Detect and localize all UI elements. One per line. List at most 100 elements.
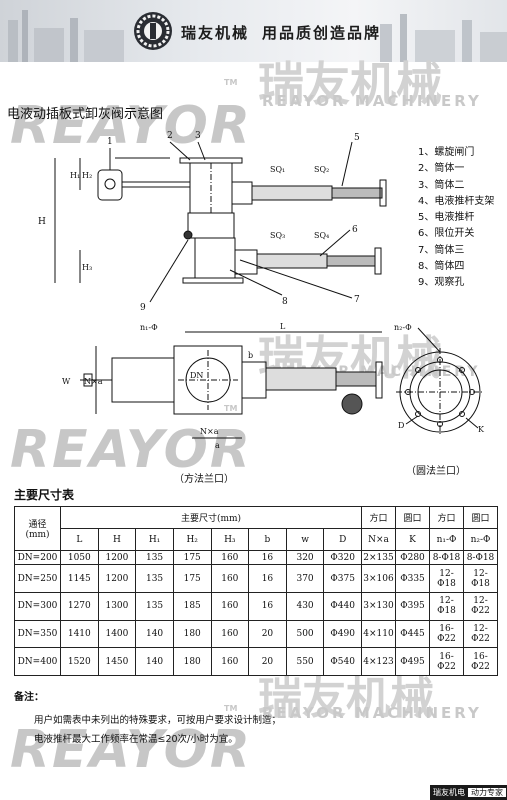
subheader-cell: D: [323, 528, 362, 551]
callout-2: 2: [167, 131, 173, 141]
label-SQ1: SQ₁: [270, 165, 285, 174]
table-cell: 12-Φ22: [463, 592, 498, 621]
legend-item: 2、筒体一: [418, 163, 465, 175]
header-diameter-unit: (mm): [25, 530, 50, 540]
header-round-1: 圆口: [395, 506, 430, 529]
table-cell: 8-Φ18: [429, 549, 464, 566]
table-cell: 180: [172, 647, 212, 676]
diagram-title: 电液动插板式卸灰阀示意图: [7, 107, 164, 122]
table-cell: DN=300: [14, 592, 61, 621]
table-cell: 2×135: [361, 549, 396, 566]
subheader-cell: H: [97, 528, 137, 551]
table-cell: 320: [285, 549, 325, 566]
callout-6: 6: [352, 225, 358, 235]
legend-item: 7、筒体三: [418, 244, 465, 256]
table-cell: 16-Φ22: [429, 647, 464, 676]
table-cell: 160: [210, 592, 250, 621]
table-cell: Φ440: [323, 592, 362, 621]
table-cell: 4×123: [361, 647, 396, 676]
table-cell: DN=350: [14, 619, 61, 649]
table-cell: 16-Φ22: [463, 647, 498, 676]
table-cell: 185: [172, 592, 212, 621]
table-cell: 20: [248, 647, 287, 676]
table-cell: Φ540: [323, 647, 362, 676]
watermark-tm: TM: [224, 78, 238, 87]
front-view-drawing: 1 2 3 5 6 7 8 9 H H₁ H₂ H₃ SQ₁ SQ₂ SQ₃ S…: [38, 131, 387, 313]
dim-label-H: H: [38, 217, 46, 227]
header-diameter-label: 通径: [28, 520, 47, 530]
callout-7: 7: [354, 295, 360, 305]
dim-label-n1: n₁-Φ: [140, 323, 158, 332]
label-SQ2: SQ₂: [314, 165, 329, 174]
dim-label-n2: n₂-Φ: [394, 323, 412, 332]
table-cell: Φ490: [323, 619, 362, 649]
legend-item: 5、电液推杆: [418, 212, 475, 224]
table-cell: Φ445: [395, 619, 430, 649]
header-round-2: 圆口: [463, 506, 498, 529]
gear-logo-icon: [136, 14, 170, 48]
table-title: 主要尺寸表: [14, 488, 75, 502]
table-header-row: 通径 (mm) 主要尺寸(mm) 方口 圆口 方口 圆口: [14, 506, 498, 551]
table-cell: 8-Φ18: [463, 549, 498, 566]
table-cell: 180: [172, 619, 212, 649]
footer-left-text: 瑞友机电: [433, 788, 465, 797]
table-cell: Φ335: [395, 564, 430, 594]
dim-label-DN: DN: [190, 371, 203, 380]
subheader-cell: H₁: [135, 528, 174, 551]
subheader-cell: n₂-Φ: [463, 528, 498, 551]
table-cell: 1200: [97, 564, 137, 594]
table-cell: 1410: [60, 619, 99, 649]
company-name: 瑞友机械: [181, 24, 250, 42]
parts-legend: 1、螺旋闸门 2、筒体一 3、筒体二 4、电液推杆支架 5、电液推杆 6、限位开…: [418, 145, 494, 292]
dim-label-a: a: [215, 441, 220, 450]
table-cell: DN=400: [14, 647, 61, 676]
table-cell: 16: [248, 592, 287, 621]
table-cell: 1050: [60, 549, 99, 566]
top-view-drawing: L n₁-Φ DN W N×a N×a a b: [62, 322, 383, 450]
table-cell: 1145: [60, 564, 99, 594]
table-cell: 1300: [97, 592, 137, 621]
table-cell: Φ375: [323, 564, 362, 594]
table-cell: 1520: [60, 647, 99, 676]
table-cell: 1400: [97, 619, 137, 649]
watermark-logo-3: REAYOR: [10, 720, 252, 780]
callout-8: 8: [282, 297, 288, 307]
watermark-en-text-3: REAYOR MACHINERY: [262, 704, 482, 722]
dim-label-Nxa-side: N×a: [84, 377, 103, 386]
legend-item: 6、限位开关: [418, 228, 475, 240]
note-line: 电液推杆最大工作频率在常温≤20次/小时为宜。: [34, 734, 238, 745]
dim-label-H2: H₂: [82, 171, 92, 180]
table-cell: 160: [210, 549, 250, 566]
table-cell: Φ495: [395, 647, 430, 676]
watermark-en-text: REAYOR MACHINERY: [262, 92, 482, 110]
table-cell: 370: [285, 564, 325, 594]
table-cell: Φ395: [395, 592, 430, 621]
table-cell: Φ320: [323, 549, 362, 566]
table-cell: 3×130: [361, 592, 396, 621]
table-cell: DN=200: [14, 549, 61, 566]
table-cell: 1450: [97, 647, 137, 676]
caption-square-flange: （方法兰口）: [174, 474, 234, 485]
label-SQ4: SQ₄: [314, 231, 329, 240]
table-cell: 12-Φ18: [463, 564, 498, 594]
dim-label-H1: H₁: [70, 171, 80, 180]
caption-round-flange: （圆法兰口）: [406, 466, 466, 477]
subheader-cell: H₂: [172, 528, 212, 551]
dim-label-L: L: [280, 322, 286, 331]
header-banner: 瑞友机械 用品质创造品牌: [0, 0, 507, 62]
label-SQ3: SQ₃: [270, 231, 285, 240]
legend-item: 4、电液推杆支架: [418, 195, 495, 207]
subheader-cell: b: [248, 528, 287, 551]
table-cell: 4×110: [361, 619, 396, 649]
table-cell: 430: [285, 592, 325, 621]
table-subheader-row: L H H₁ H₂ H₃ b w D N×a K n₁-Φ n₂-Φ: [15, 528, 498, 551]
table-cell: Φ280: [395, 549, 430, 566]
table-cell: 20: [248, 619, 287, 649]
legend-item: 1、螺旋闸门: [418, 147, 475, 158]
dim-label-Nxa: N×a: [200, 427, 219, 436]
